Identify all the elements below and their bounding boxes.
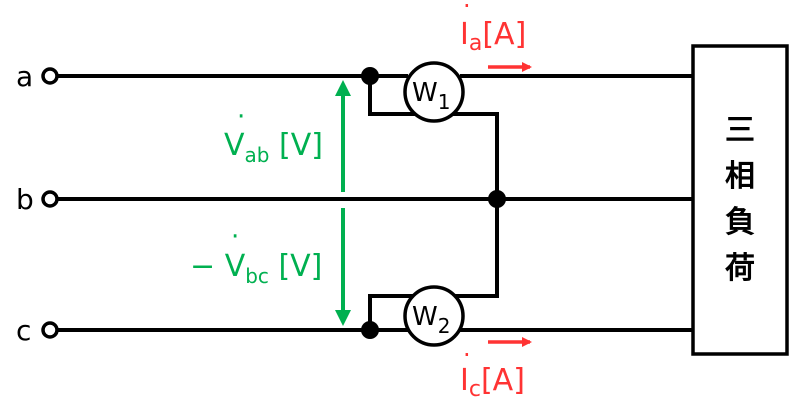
- svg-text:− Vbc [V]: − Vbc [V]: [190, 249, 322, 288]
- voltage-label-vab: · Vab [V]: [224, 102, 323, 167]
- terminal-b: b: [16, 183, 59, 216]
- svg-text:Ic[A]: Ic[A]: [460, 363, 525, 402]
- load-char-1: 三: [725, 113, 755, 148]
- junction-dot-b: [488, 190, 506, 208]
- wattmeter-w1: W1: [403, 61, 465, 123]
- load-char-2: 相: [725, 159, 755, 194]
- load-char-4: 荷: [725, 251, 755, 286]
- svg-text:a: a: [16, 60, 33, 93]
- voltage-arrow-ab: [335, 80, 351, 192]
- voltage-arrow-bc: [335, 208, 351, 326]
- load-char-3: 負: [725, 205, 755, 240]
- svg-text:b: b: [16, 183, 34, 216]
- svg-text:c: c: [16, 314, 31, 347]
- svg-text:·: ·: [463, 0, 471, 20]
- three-phase-load-box: 三 相 負 荷: [691, 44, 789, 356]
- voltage-label-vbc: · − Vbc [V]: [190, 222, 322, 288]
- svg-text:Vab [V]: Vab [V]: [224, 128, 323, 167]
- junction-dot-a: [361, 67, 379, 85]
- terminal-c: c: [16, 314, 59, 347]
- svg-text:·: ·: [231, 222, 239, 252]
- terminal-a: a: [16, 60, 59, 93]
- current-label-ic: · Ic[A]: [460, 341, 525, 402]
- svg-text:·: ·: [237, 102, 245, 132]
- svg-text:W2: W2: [412, 302, 450, 338]
- svg-text:W1: W1: [412, 78, 450, 114]
- junction-dot-c: [361, 321, 379, 339]
- current-label-ia: · Ia[A]: [460, 0, 526, 56]
- svg-text:Ia[A]: Ia[A]: [460, 17, 526, 56]
- wattmeter-w2: W2: [403, 285, 465, 347]
- svg-text:·: ·: [463, 341, 471, 369]
